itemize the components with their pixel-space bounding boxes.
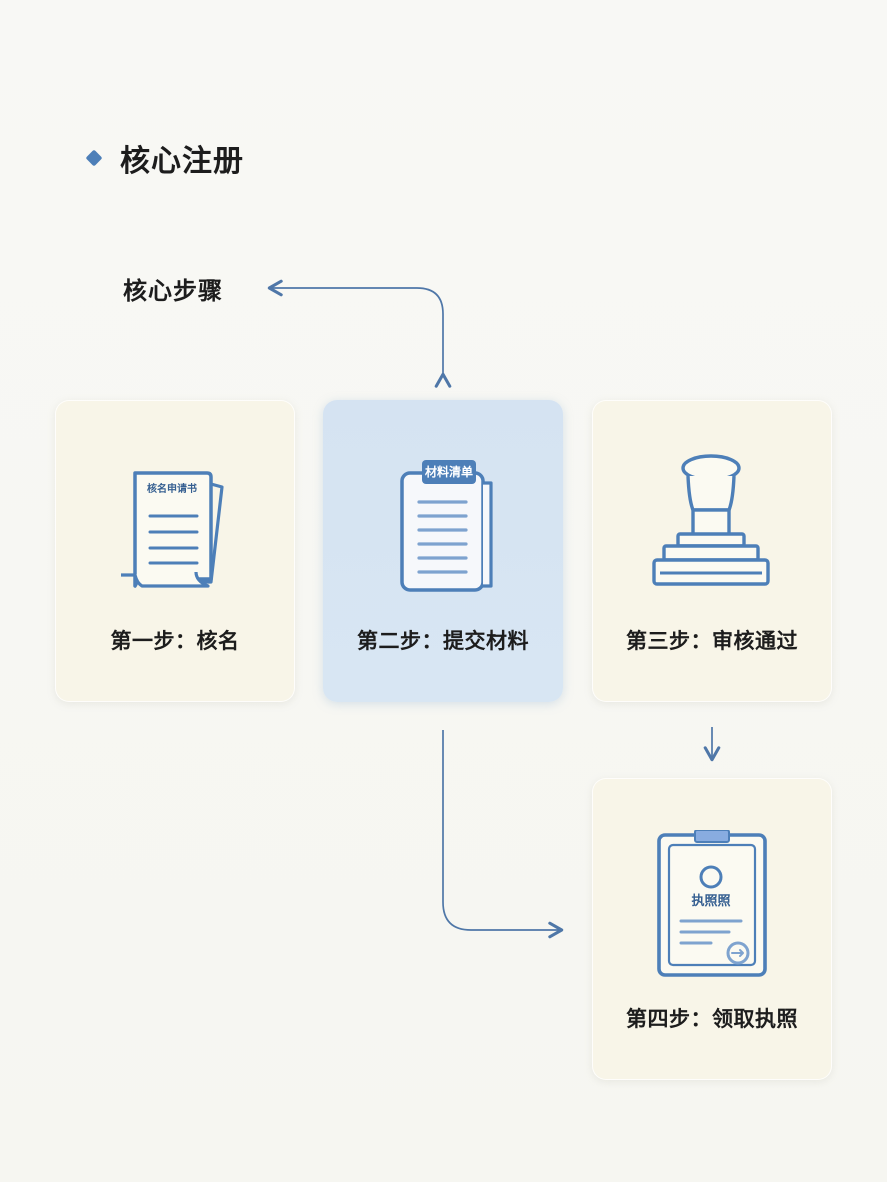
material-checklist-icon: 材料清单 [400, 460, 493, 592]
diamond-bullet-icon [85, 149, 103, 167]
step-card-2: 材料清单 第二步：提交材料 [323, 400, 563, 702]
approval-stamp-icon [652, 454, 770, 586]
step2-to-step4-arrow [442, 730, 564, 939]
step-1-label: 第一步：核名 [110, 629, 240, 653]
section-heading: 核心注册 [85, 136, 244, 180]
section-title: 核心注册 [120, 144, 244, 179]
step-4-label: 第四步：领取执照 [626, 1007, 798, 1031]
business-license-title: 执照照 [691, 893, 730, 909]
business-license-icon: 执照照 [657, 830, 767, 977]
step-card-1: 核名申请书 第一步：核名 [55, 400, 295, 702]
step-3-label: 第三步：审核通过 [626, 629, 798, 653]
diagram-subtitle: 核心步骤 [123, 277, 223, 305]
application-document-title: 核名申请书 [147, 482, 197, 495]
step-card-4: 执照照 第四步：领取执照 [592, 778, 832, 1080]
step-card-3: 第三步：审核通过 [592, 400, 832, 702]
material-checklist-title: 材料清单 [424, 464, 473, 479]
step-2-label: 第二步：提交材料 [357, 629, 529, 653]
subtitle-to-step2-arrow [267, 279, 452, 388]
application-document-icon: 核名申请书 [121, 471, 224, 588]
